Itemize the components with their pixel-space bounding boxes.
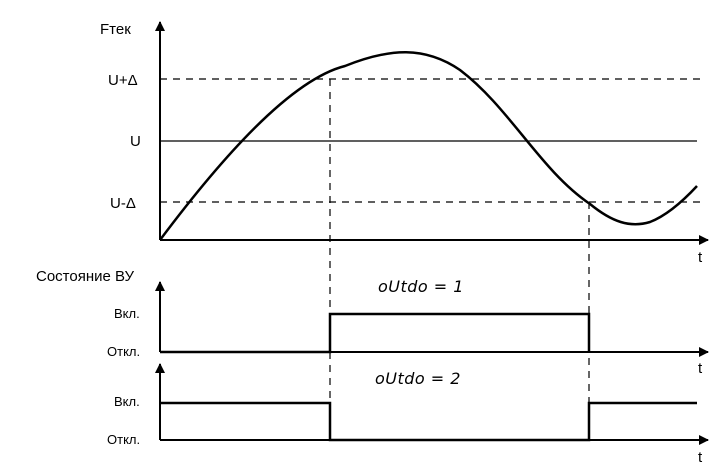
x-axis-label: t (698, 249, 703, 266)
state-section-title: Состояние ВУ (36, 268, 135, 285)
mode-2-x-label: t (698, 449, 703, 464)
top-chart: Fтек t U+Δ U U-Δ (100, 21, 709, 266)
lower-threshold-label: U-Δ (110, 195, 136, 212)
mode-1-on-label: Вкл. (114, 306, 140, 321)
mode-2-off-label: Откл. (107, 432, 140, 447)
mode-2-signal (160, 401, 697, 442)
mode-2-chart: t Вкл. Откл. oUtdo = 2 (107, 363, 709, 464)
mode-2-label: oUtdo = 2 (375, 369, 461, 388)
y-axis-label: Fтек (100, 21, 131, 38)
mode-1-signal (160, 312, 591, 354)
mode-1-chart: t Вкл. Откл. oUtdo = 1 (107, 277, 709, 377)
mode-1-label: oUtdo = 1 (378, 277, 464, 296)
signal-curve (159, 51, 698, 241)
mode-1-x-label: t (698, 360, 703, 377)
mode-1-off-label: Откл. (107, 344, 140, 359)
upper-threshold-label: U+Δ (108, 72, 138, 89)
setpoint-label: U (130, 133, 141, 150)
mode-2-on-label: Вкл. (114, 394, 140, 409)
